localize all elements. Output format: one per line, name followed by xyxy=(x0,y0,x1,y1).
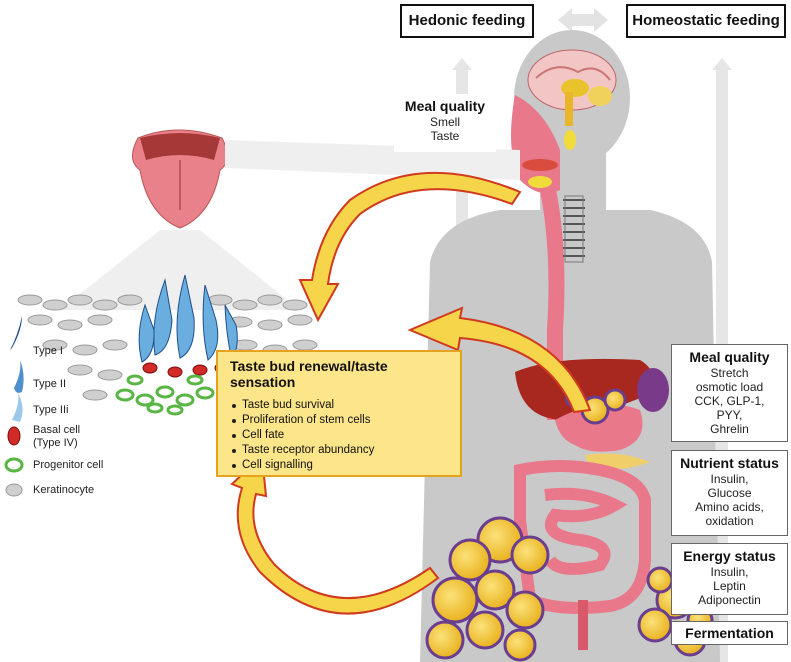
taste-box-item: Taste bud survival xyxy=(232,398,450,413)
taste-bud-renewal-box: Taste bud renewal/taste sensation Taste … xyxy=(216,350,462,477)
energy-status-title: Energy status xyxy=(683,548,776,564)
nutrient-status-panel: Nutrient status Insulin, Glucose Amino a… xyxy=(671,450,788,536)
panel-line: CCK, GLP-1, xyxy=(694,394,765,408)
legend-icons xyxy=(4,316,24,497)
panel-line: Leptin xyxy=(713,579,746,593)
meal-quality-item: Taste xyxy=(430,129,460,143)
type-i-cell-icon xyxy=(10,316,22,350)
panel-line: Amino acids, xyxy=(695,500,764,514)
fermentation-title: Fermentation xyxy=(685,625,774,641)
spleen xyxy=(637,368,669,412)
panel-line: PYY, xyxy=(716,408,743,422)
type-ii-cell-icon xyxy=(14,360,24,393)
arrow-mouth-to-taste-bud xyxy=(298,171,522,323)
panel-line: oxidation xyxy=(705,514,754,528)
legend-keratinocyte: Keratinocyte xyxy=(33,484,95,496)
zoom-cone xyxy=(60,230,300,310)
bidirectional-arrow-icon xyxy=(558,8,608,32)
taste-box-title: Taste bud renewal/taste sensation xyxy=(230,358,388,390)
fermentation-panel: Fermentation xyxy=(671,621,788,645)
legend-progenitor-cell: Progenitor cell xyxy=(33,459,104,471)
esophagus xyxy=(540,188,585,420)
panel-line: Insulin, xyxy=(710,472,749,486)
panel-line: Insulin, xyxy=(710,565,749,579)
taste-box-item: Cell signalling xyxy=(232,458,450,473)
meal-quality-panel: Meal quality Stretch osmotic load CCK, G… xyxy=(671,344,788,442)
taste-box-item: Taste receptor abundancy xyxy=(232,443,450,458)
panel-line: Glucose xyxy=(707,486,752,500)
progenitor-cell-icon xyxy=(4,457,24,473)
panel-line: Adiponectin xyxy=(698,593,761,607)
meal-quality-item: Smell xyxy=(429,115,460,129)
panel-line: osmotic load xyxy=(695,380,764,394)
energy-status-panel: Energy status Insulin, Leptin Adiponecti… xyxy=(671,543,788,615)
meal-quality-panel-title: Meal quality xyxy=(689,349,770,365)
taste-box-item: Cell fate xyxy=(232,428,450,443)
legend-type-i: Type I xyxy=(33,345,63,357)
type-iii-cell-icon xyxy=(12,393,23,422)
arrow-fat-to-taste-box xyxy=(230,453,440,615)
hedonic-feeding-label: Hedonic feeding xyxy=(400,4,534,38)
legend-type-ii: Type II xyxy=(33,378,67,390)
intestines xyxy=(514,460,651,614)
homeostatic-feeding-label: Homeostatic feeding xyxy=(626,4,786,38)
legend-basal-cell: Basal cell xyxy=(33,424,81,436)
legend-type-iii: Type IIi xyxy=(33,404,69,416)
meal-quality-title: Meal quality xyxy=(404,98,486,114)
taste-box-item: Proliferation of stem cells xyxy=(232,413,450,428)
rectum xyxy=(578,600,588,650)
brain xyxy=(527,49,617,126)
arrow-gut-to-taste-box xyxy=(407,306,592,414)
oral-cavity xyxy=(511,95,576,194)
stomach xyxy=(555,404,643,452)
keratinocyte-icon xyxy=(5,483,23,497)
panel-line: Stretch xyxy=(710,366,749,380)
panel-line: Ghrelin xyxy=(710,422,749,436)
nutrient-status-title: Nutrient status xyxy=(680,455,779,471)
basal-cell-icon xyxy=(7,426,21,446)
meal-quality-smell-taste-box: Meal quality Smell Taste xyxy=(394,94,496,152)
tongue xyxy=(132,129,228,229)
legend-basal-cell-type: (Type IV) xyxy=(33,437,78,449)
